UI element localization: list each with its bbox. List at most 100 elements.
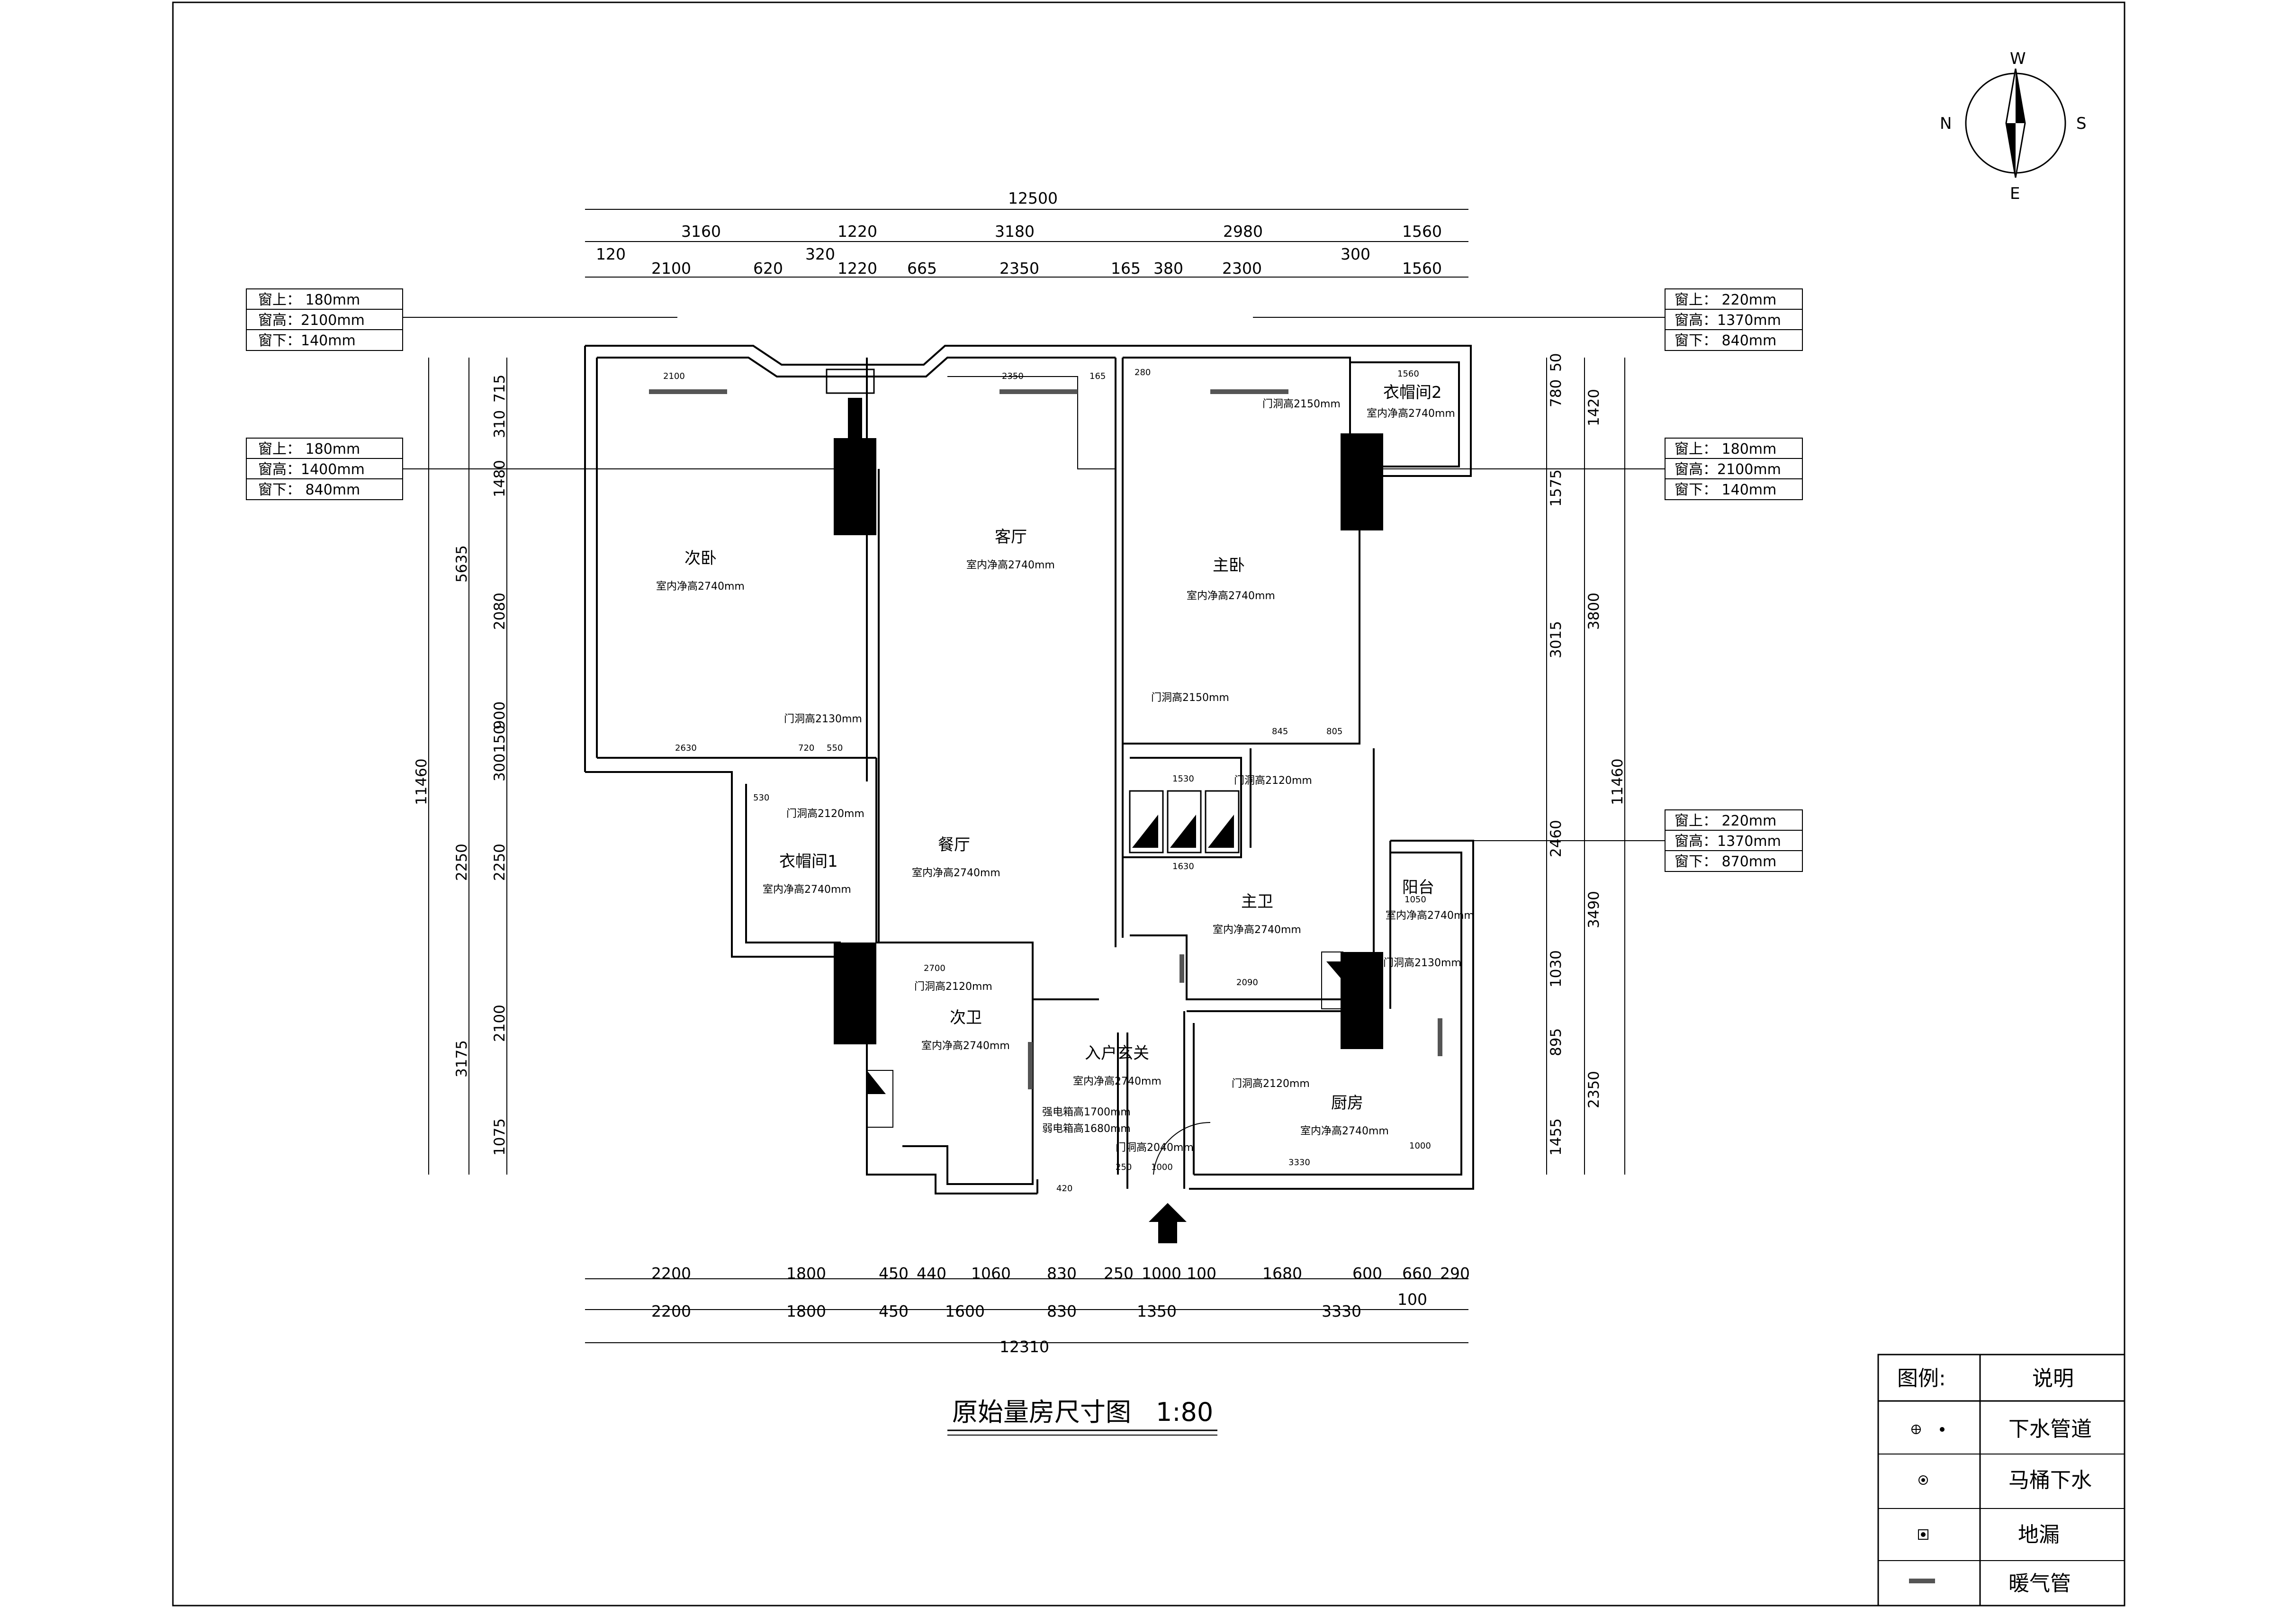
- right-inner-1: 780: [1548, 379, 1565, 407]
- door-note-7: 门洞高2120mm: [1232, 1078, 1310, 1090]
- right-mid-2: 3800: [1585, 593, 1603, 630]
- ceiling-note-9: 室内净高2740mm: [1073, 1076, 1162, 1087]
- bottom-dim-6: 830: [1047, 1264, 1077, 1283]
- room-closet1: 衣帽间1: [779, 852, 838, 871]
- right-inner-3: 1575: [1548, 469, 1565, 507]
- left-outer-dim: 11460: [413, 758, 430, 805]
- window-box-lower-right: 窗上： 220mm 窗高：1370mm 窗下： 870mm: [1440, 809, 1803, 872]
- ceiling-note-10: 室内净高2740mm: [1300, 1125, 1389, 1137]
- room-dining: 餐厅: [938, 835, 970, 854]
- int-dim-5: 1560: [1397, 369, 1419, 379]
- column-3: [834, 943, 876, 1044]
- bottom-dim-10: 1680: [1262, 1264, 1302, 1283]
- window-5-up: 窗上： 220mm: [1675, 813, 1776, 829]
- compass-bottom: E: [2010, 184, 2020, 203]
- window-box-mid-left: 窗上： 180mm 窗高：1400mm 窗下： 840mm: [246, 438, 834, 500]
- left-mid-2: 2250: [453, 844, 470, 881]
- top-dim-2a-3: 620: [753, 259, 783, 278]
- left-inner-9: 2100: [491, 1005, 508, 1042]
- bath-fixtures: [866, 952, 1343, 1128]
- legend-table: 图例: 说明 下水管道 马桶下水 地漏 暖气管: [1877, 1354, 2125, 1607]
- room-labels: 次卧 客厅 主卧 衣帽间1 衣帽间2 餐厅 主卫 阳台 次卫 入户玄关 厨房: [684, 383, 1442, 1113]
- door-note-1: 门洞高2130mm: [784, 713, 862, 725]
- bottom-dim-2-2: 1800: [786, 1302, 826, 1320]
- int-dim-19: 2700: [924, 963, 945, 973]
- floor-drain-icon: [1918, 1529, 1928, 1540]
- bottom-dim-2: 1800: [786, 1264, 826, 1283]
- top-dim-2: 1220: [837, 222, 877, 241]
- right-inner-2: 50: [1548, 353, 1565, 372]
- int-dim-1: 2100: [663, 371, 685, 381]
- window-1-down: 窗下：140mm: [258, 332, 356, 349]
- column-2: [1341, 433, 1383, 530]
- right-dimensions: 780 50 1575 3015 2460 1030 895 1455 1420…: [1546, 353, 1626, 1175]
- door-note-5: 门洞高2120mm: [786, 808, 864, 820]
- room-kitchen: 厨房: [1331, 1094, 1363, 1113]
- door-note-9: 门洞高2040mm: [1116, 1142, 1194, 1154]
- door-note-6: 门洞高2120mm: [914, 981, 992, 993]
- legend-label-2: 马桶下水: [2008, 1468, 2092, 1492]
- right-mid-4: 2350: [1585, 1071, 1603, 1108]
- room-entrance: 入户玄关: [1085, 1044, 1149, 1063]
- ceiling-note-2: 室内净高2740mm: [966, 559, 1055, 571]
- meter-note-1: 强电箱高1700mm: [1042, 1106, 1131, 1118]
- bottom-dim-2-4: 1600: [945, 1302, 985, 1320]
- top-dim-2a-11: 300: [1341, 245, 1370, 263]
- left-mid-1: 5635: [453, 545, 470, 583]
- interior-dims: 2100 2350 165 280 1560 2630 720 550 530 …: [663, 368, 1431, 1194]
- top-total-dim: 12500: [1008, 189, 1058, 207]
- int-dim-13: 530: [753, 793, 769, 803]
- int-dim-37: 845: [1272, 727, 1288, 736]
- int-dim-62: 420: [1056, 1184, 1072, 1194]
- legend-header-left: 图例:: [1897, 1366, 1946, 1391]
- window-box-mid-right: 窗上： 180mm 窗高：2100mm 窗下： 140mm: [1378, 438, 1803, 500]
- top-dim-2a-6: 665: [907, 259, 937, 278]
- top-dim-2a-12: 1560: [1402, 259, 1442, 278]
- room-living: 客厅: [995, 528, 1027, 547]
- bottom-dim-8: 1000: [1142, 1264, 1181, 1283]
- int-dim-64: 1000: [1151, 1162, 1173, 1172]
- bottom-dim-13: 290: [1440, 1264, 1470, 1283]
- ceiling-note-4: 室内净高2740mm: [763, 884, 851, 896]
- door-note-8: 门洞高2130mm: [1383, 957, 1461, 969]
- bottom-dim-2-5: 830: [1047, 1302, 1077, 1320]
- entry-door-swing: [1153, 1122, 1211, 1175]
- shelving-units: [1129, 790, 1240, 853]
- top-dim-2a-8: 165: [1111, 259, 1141, 278]
- window-3-down: 窗下： 840mm: [1675, 332, 1776, 349]
- right-inner-5: 2460: [1548, 820, 1565, 857]
- column-1: [834, 438, 876, 535]
- bottom-dim-2-1: 2200: [651, 1302, 691, 1320]
- window-4-up: 窗上： 180mm: [1675, 441, 1776, 458]
- int-dim-34: 1630: [1172, 862, 1194, 871]
- door-note-4: 门洞高2120mm: [1234, 775, 1312, 787]
- bottom-total-dim: 12310: [999, 1338, 1049, 1356]
- column-4: [1341, 952, 1383, 1049]
- int-dim-41: 1050: [1405, 895, 1426, 905]
- right-inner-7: 895: [1548, 1028, 1565, 1056]
- int-dim-63: 250: [1116, 1162, 1132, 1172]
- legend-label-4: 暖气管: [2008, 1571, 2071, 1596]
- window-2-height: 窗高：1400mm: [258, 461, 365, 478]
- toilet-drain-icon: [1918, 1475, 1928, 1485]
- bottom-dim-7: 250: [1104, 1264, 1134, 1283]
- bay-window-detail: [826, 368, 875, 394]
- window-5-down: 窗下： 870mm: [1675, 853, 1776, 870]
- door-note-3: 门洞高2150mm: [1262, 398, 1341, 410]
- legend-label-3: 地漏: [2018, 1523, 2060, 1547]
- bottom-dimensions: 2200 1800 450 440 1060 830 250 1000 100 …: [585, 1264, 1470, 1356]
- ceiling-notes: 室内净高2740mm 室内净高2740mm 室内净高2740mm 室内净高274…: [656, 408, 1474, 1137]
- int-dim-10: 2630: [675, 743, 697, 753]
- compass-top: W: [2010, 49, 2026, 68]
- top-dimensions: 12500 3160 1220 3180 2980 1560 120 2100 …: [585, 189, 1468, 278]
- int-dim-50: 3330: [1288, 1158, 1310, 1167]
- room-second-bedroom: 次卧: [684, 549, 717, 568]
- compass-icon: W N S E: [1940, 49, 2087, 203]
- door-notes: 门洞高2130mm 门洞高2150mm 门洞高2150mm 门洞高2120mm …: [784, 398, 1461, 1154]
- bottom-dim-11: 600: [1352, 1264, 1382, 1283]
- ceiling-note-7: 室内净高2740mm: [1386, 910, 1474, 922]
- int-dim-3: 165: [1089, 371, 1106, 381]
- int-dim-12: 550: [827, 743, 843, 753]
- left-inner-2: 310: [491, 410, 508, 438]
- bottom-dim-2-6: 1350: [1137, 1302, 1177, 1320]
